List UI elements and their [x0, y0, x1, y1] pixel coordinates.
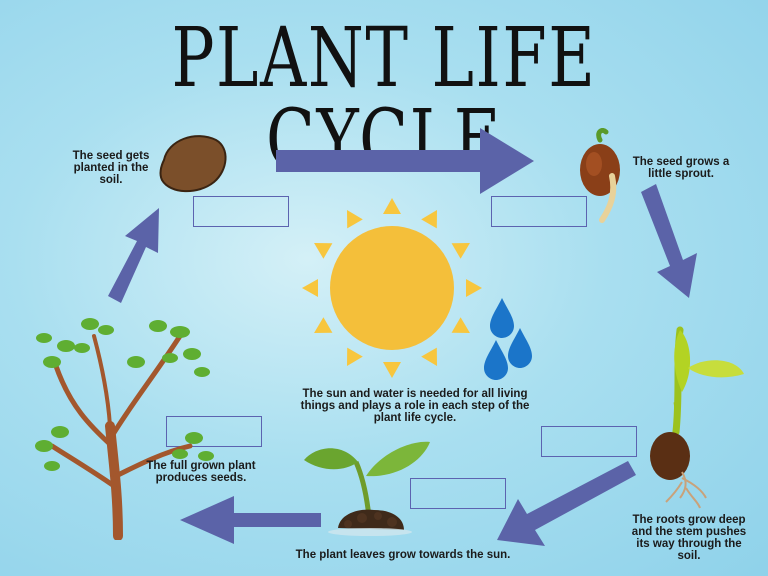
tree-icon	[35, 318, 214, 540]
caption-leaves: The plant leaves grow towards the sun.	[295, 549, 511, 561]
caption-seed: The seed gets planted in the soil.	[72, 150, 150, 187]
label-box-4[interactable]	[410, 478, 506, 509]
seedling-roots-icon	[650, 326, 744, 509]
sun-icon	[302, 198, 482, 378]
label-box-2[interactable]	[491, 196, 587, 227]
label-box-1[interactable]	[193, 196, 289, 227]
label-box-3[interactable]	[541, 426, 637, 457]
caption-sun-water: The sun and water is needed for all livi…	[300, 388, 530, 425]
label-box-5[interactable]	[166, 416, 262, 447]
sprout-icon	[580, 128, 620, 223]
seed-icon	[159, 135, 227, 193]
arrow-sprout-to-roots	[641, 184, 697, 298]
caption-sprout: The seed grows a little sprout.	[632, 156, 730, 181]
caption-full-grown: The full grown plant produces seeds.	[146, 460, 256, 485]
water-drops-icon	[484, 298, 532, 380]
arrow-leaves-to-tree	[180, 496, 321, 544]
page-title: PLANT LIFE CYCLE	[171, 11, 597, 188]
arrow-roots-to-leaves	[497, 461, 636, 546]
arrow-tree-to-seed	[108, 208, 159, 303]
caption-roots: The roots grow deep and the stem pushes …	[631, 514, 747, 563]
arrow-seed-to-sprout	[276, 128, 534, 194]
plant-in-soil-icon	[304, 441, 430, 536]
